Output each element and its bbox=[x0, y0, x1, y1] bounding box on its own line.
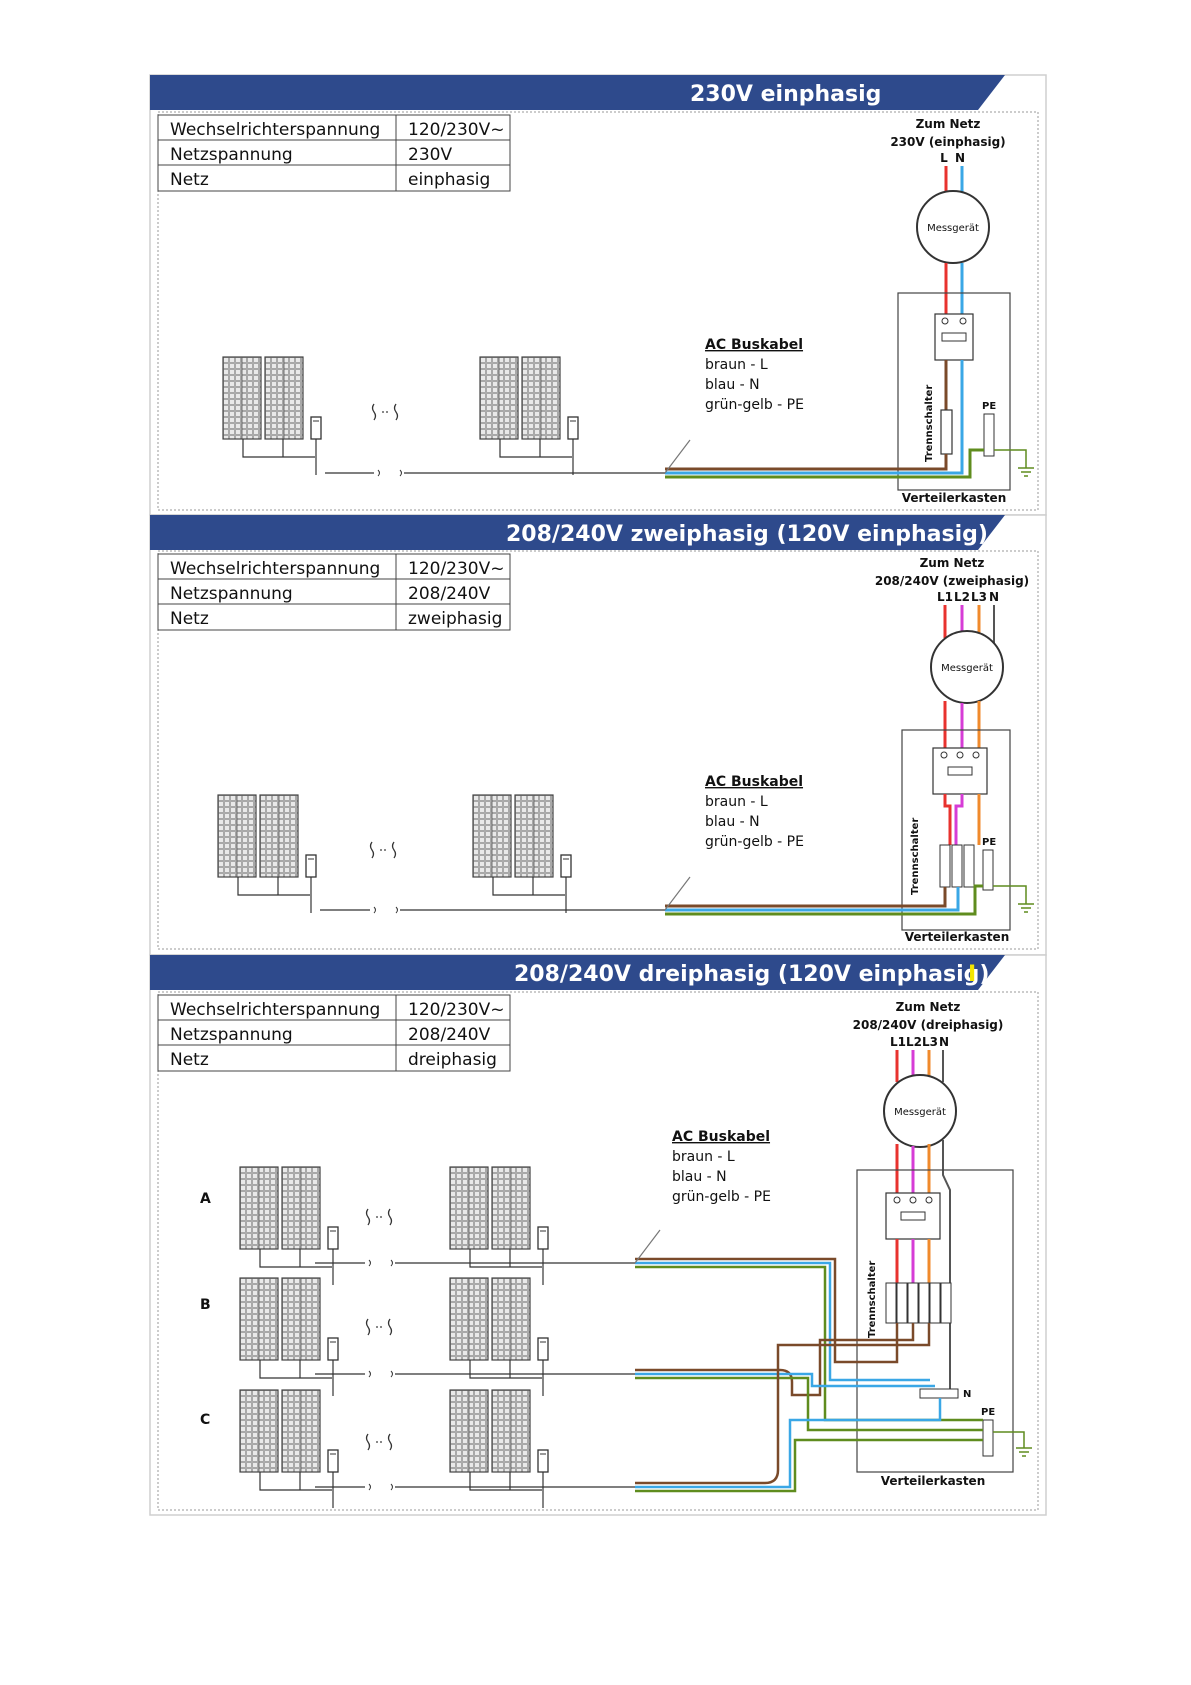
table-label: Netz bbox=[170, 609, 209, 629]
table-label: Wechselrichterspannung bbox=[170, 120, 380, 140]
legend-item: braun - L bbox=[672, 1149, 735, 1165]
grid-line-label: L3 bbox=[971, 590, 987, 604]
breaker-label: Trennschalter bbox=[867, 1261, 878, 1338]
table-label: Netz bbox=[170, 1050, 209, 1070]
pe-terminal bbox=[983, 413, 995, 457]
section-title: 208/240V dreiphasig (120V einphasig) bbox=[514, 962, 989, 987]
table-label: Wechselrichterspannung bbox=[170, 559, 380, 579]
grid-title: Zum Netz bbox=[920, 556, 985, 570]
pe-terminal bbox=[982, 849, 994, 891]
pe-label: PE bbox=[981, 1407, 995, 1418]
disconnect-switch-block bbox=[885, 1282, 952, 1324]
table-label: Wechselrichterspannung bbox=[170, 1000, 380, 1020]
section-208-240v-zweiphasig: 208/240V zweiphasig (120V einphasig) Wec… bbox=[149, 514, 1047, 956]
meter-symbol bbox=[883, 1074, 957, 1148]
table-value: zweiphasig bbox=[408, 609, 502, 629]
meter-label: Messgerät bbox=[927, 223, 979, 234]
grid-subtitle: 208/240V (dreiphasig) bbox=[853, 1018, 1004, 1032]
table-value: 208/240V bbox=[408, 584, 491, 604]
grid-line-label: L3 bbox=[922, 1035, 938, 1049]
box-label: Verteilerkasten bbox=[902, 491, 1006, 505]
meter-symbol bbox=[916, 190, 990, 264]
box-label: Verteilerkasten bbox=[905, 930, 1009, 944]
grid-line-label: L2 bbox=[906, 1035, 922, 1049]
meter-label: Messgerät bbox=[894, 1107, 946, 1118]
disconnect-switch bbox=[939, 844, 951, 888]
grid-title: Zum Netz bbox=[916, 117, 981, 131]
row-label: C bbox=[200, 1412, 210, 1428]
legend-item: blau - N bbox=[705, 814, 760, 830]
distribution-box bbox=[897, 292, 1011, 491]
row-label: A bbox=[200, 1191, 211, 1207]
table-value: dreiphasig bbox=[408, 1050, 497, 1070]
section-230v-einphasig: 230V einphasig Wechselrichterspannung 12… bbox=[149, 74, 1047, 516]
specs-table: Wechselrichterspannung 120/230V~ Netzspa… bbox=[157, 553, 511, 631]
table-value: 120/230V~ bbox=[408, 120, 505, 140]
meter-symbol bbox=[930, 630, 1004, 704]
disconnect-switch bbox=[951, 844, 963, 888]
legend-item: braun - L bbox=[705, 357, 768, 373]
table-value: 120/230V~ bbox=[408, 559, 505, 579]
grid-line-label: N bbox=[939, 1035, 949, 1049]
table-label: Netzspannung bbox=[170, 584, 293, 604]
legend-item: blau - N bbox=[705, 377, 760, 393]
legend-item: braun - L bbox=[705, 794, 768, 810]
pe-label: PE bbox=[982, 401, 996, 412]
section-title: 230V einphasig bbox=[690, 82, 881, 107]
grid-line-label: L1 bbox=[937, 590, 953, 604]
section-header-bar bbox=[150, 515, 1005, 550]
box-label: Verteilerkasten bbox=[881, 1474, 985, 1488]
legend-item: grün-gelb - PE bbox=[705, 834, 804, 850]
row-label: B bbox=[200, 1297, 211, 1313]
disconnect-switch bbox=[963, 844, 975, 888]
distribution-box bbox=[856, 1169, 1014, 1473]
disconnect-switch bbox=[940, 409, 953, 455]
legend-title: AC Buskabel bbox=[705, 774, 803, 790]
table-label: Netzspannung bbox=[170, 1025, 293, 1045]
legend-item: blau - N bbox=[672, 1169, 727, 1185]
section-title: 208/240V zweiphasig (120V einphasig) bbox=[506, 522, 988, 547]
distribution-box bbox=[901, 729, 1011, 931]
grid-title: Zum Netz bbox=[896, 1000, 961, 1014]
grid-line-label: L2 bbox=[954, 590, 970, 604]
table-label: Netzspannung bbox=[170, 145, 293, 165]
meter-label: Messgerät bbox=[941, 663, 993, 674]
specs-table: Wechselrichterspannung 120/230V~ Netzspa… bbox=[157, 994, 511, 1072]
grid-line-label: L bbox=[940, 151, 948, 165]
specs-table: Wechselrichterspannung 120/230V~ Netzspa… bbox=[157, 114, 511, 192]
n-terminal-bar bbox=[919, 1388, 959, 1399]
grid-subtitle: 230V (einphasig) bbox=[890, 135, 1005, 149]
grid-line-label: N bbox=[989, 590, 999, 604]
legend-item: grün-gelb - PE bbox=[705, 397, 804, 413]
breaker-label: Trennschalter bbox=[910, 818, 921, 895]
table-value: 230V bbox=[408, 145, 452, 165]
grid-subtitle: 208/240V (zweiphasig) bbox=[875, 574, 1029, 588]
section-marker: I bbox=[968, 962, 976, 987]
section-header-bar bbox=[150, 75, 1005, 110]
grid-line-label: L1 bbox=[890, 1035, 906, 1049]
grid-line-label: N bbox=[955, 151, 965, 165]
section-header-bar bbox=[150, 955, 1005, 990]
legend-title: AC Buskabel bbox=[672, 1129, 770, 1145]
table-value: 120/230V~ bbox=[408, 1000, 505, 1020]
table-value: einphasig bbox=[408, 170, 490, 190]
table-label: Netz bbox=[170, 170, 209, 190]
table-value: 208/240V bbox=[408, 1025, 491, 1045]
n-bar-label: N bbox=[963, 1389, 971, 1400]
legend-title: AC Buskabel bbox=[705, 337, 803, 353]
breaker-label: Trennschalter bbox=[924, 385, 935, 462]
pe-label: PE bbox=[982, 837, 996, 848]
pe-terminal bbox=[982, 1419, 994, 1457]
legend-item: grün-gelb - PE bbox=[672, 1189, 771, 1205]
section-208-240v-dreiphasig: 208/240V dreiphasig (120V einphasig) I W… bbox=[149, 954, 1047, 1516]
